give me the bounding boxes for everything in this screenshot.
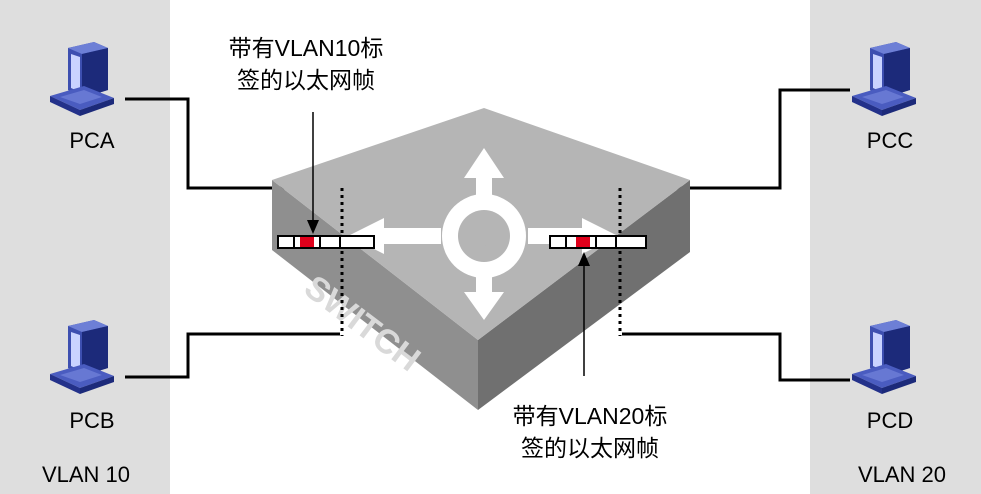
pc-pcb: PCB [50,320,115,433]
pca-link [125,97,340,190]
frame-vlan10 [277,235,375,249]
vlan20-label: VLAN 20 [858,462,946,487]
frame-vlan10-label-line1: 带有VLAN10标 [229,35,384,61]
annotation-arrows [307,112,590,376]
pc-pcd: PCD [852,320,916,433]
vlan10-tag [300,237,314,247]
pc-pca: PCA [50,42,115,153]
pc-pcc: PCC [852,42,916,153]
frame-vlan20-label-line1: 带有VLAN20标 [513,403,668,429]
pcc-link [622,88,850,190]
vlan10-label: VLAN 10 [42,462,130,487]
pca-label: PCA [69,128,115,153]
pcd-link [622,332,850,382]
connections [125,88,850,382]
frame-vlan20-label-line2: 签的以太网帧 [521,435,659,461]
switch: SWITCH [272,108,690,410]
pcc-label: PCC [867,128,914,153]
vlan20-tag [576,237,590,247]
pcb-link [125,332,340,379]
frame-vlan20 [549,235,647,249]
pcb-label: PCB [69,408,114,433]
frame-vlan10-label-line2: 签的以太网帧 [237,67,375,93]
pcd-label: PCD [867,408,913,433]
